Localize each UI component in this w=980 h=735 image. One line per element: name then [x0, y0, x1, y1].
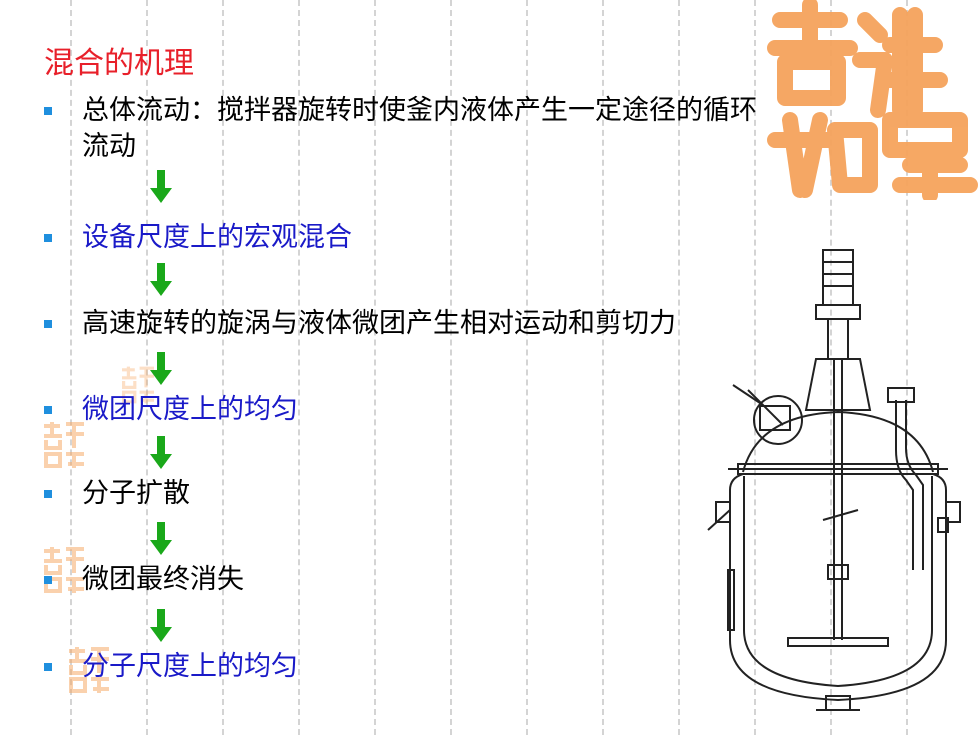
list-item-4: 微团尺度上的均匀 — [44, 393, 644, 427]
down-arrow-icon — [150, 609, 172, 642]
list-item-text: 分子扩散 — [82, 478, 190, 509]
list-item-text-line1: 总体流动：搅拌器旋转时使釜内液体产生一定途径的循环 — [82, 95, 757, 126]
list-item-text: 高速旋转的旋涡与液体微团产生相对运动和剪切力 — [82, 308, 676, 339]
seal-logo-small-2 — [44, 547, 84, 593]
seal-logo-large — [767, 0, 978, 200]
down-arrow-icon — [150, 436, 172, 469]
square-bullet-icon — [44, 406, 52, 414]
square-bullet-icon — [44, 320, 52, 328]
list-item-3: 高速旋转的旋涡与液体微团产生相对运动和剪切力 — [44, 307, 804, 341]
list-item-2: 设备尺度上的宏观混合 — [44, 221, 644, 255]
square-bullet-icon — [44, 107, 52, 115]
seal-logo-small-3 — [69, 647, 109, 693]
down-arrow-icon — [150, 522, 172, 555]
list-item-1: 总体流动：搅拌器旋转时使釜内液体产生一定途径的循环 流动 — [44, 94, 944, 164]
down-arrow-icon — [150, 352, 172, 385]
square-bullet-icon — [44, 234, 52, 242]
list-item-text: 设备尺度上的宏观混合 — [82, 222, 352, 253]
list-item-text: 微团最终消失 — [82, 564, 244, 595]
list-item-7: 分子尺度上的均匀 — [44, 650, 644, 684]
list-item-text-line2: 流动 — [82, 131, 136, 162]
seal-logo-small-1 — [44, 422, 84, 468]
stirred-tank-reactor-drawing — [707, 249, 961, 711]
list-item-text: 分子尺度上的均匀 — [82, 651, 298, 682]
square-bullet-icon — [44, 576, 52, 584]
square-bullet-icon — [44, 663, 52, 671]
square-bullet-icon — [44, 490, 52, 498]
slide-title: 混合的机理 — [44, 46, 194, 81]
down-arrow-icon — [150, 170, 172, 203]
list-item-5: 分子扩散 — [44, 477, 644, 511]
list-item-6: 微团最终消失 — [44, 563, 644, 597]
seal-logo-small-4 — [122, 366, 154, 404]
list-item-text: 微团尺度上的均匀 — [82, 394, 298, 425]
down-arrow-icon — [150, 263, 172, 296]
